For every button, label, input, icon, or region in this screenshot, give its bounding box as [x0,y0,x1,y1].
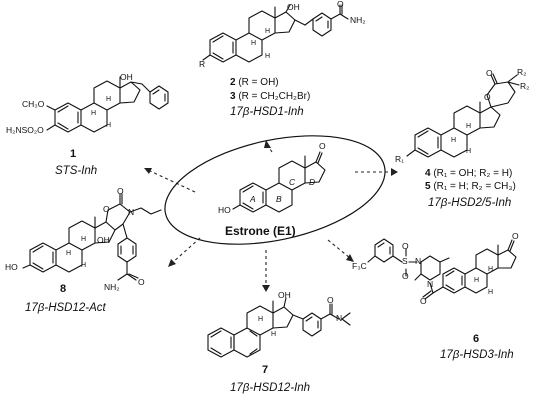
compound-7-structure [207,297,351,358]
compound-6-n1: N [415,256,422,266]
compound-1-h3: H [106,122,112,129]
compound-7-amide-o: O [327,295,334,305]
compound-4-5-keto-o: O [486,68,493,78]
compound-7-h1: H [258,316,264,323]
compound-1-h1: H [91,110,97,117]
compound-3-number: 3 [230,91,236,102]
compound-2-number: 2 [230,77,236,88]
compound-4-number: 4 [425,168,431,179]
compound-8-structure [22,193,162,281]
compound-6-so1: O [402,241,409,251]
compound-4-5-r2b: R₂ [520,81,530,91]
compound-8-h2: H [81,236,87,243]
compound-2-3-amide-n: NH₂ [350,15,366,25]
arrow-to-compound-6 [327,239,354,262]
estrone-ketone-o: O [319,141,326,151]
compound-6-h3: H [488,289,494,296]
compound-1-number: 1 [70,148,77,160]
compound-8-h3: H [81,262,87,269]
compound-4-5-h2: H [466,123,472,130]
compound-8-ho: HO [5,262,18,272]
compound-1-role: STS-Inh [55,165,98,177]
compound-8-number: 8 [60,283,67,295]
estrone-ring-d [304,161,326,184]
compound-2-3-h3: H [265,53,271,60]
compound-8-o1: O [117,186,124,196]
compound-2-substituent: (R = OH) [238,77,279,88]
compound-8-role: 17β-HSD12-Act [25,302,106,314]
compound-4-substituent: (R₁ = OH; R₂ = H) [433,168,513,179]
compound-3-substituent: (R = CH₂CH₂Br) [238,91,311,102]
compound-4-5-r2a: R₂ [517,67,527,77]
compound-2-3-structure [202,4,349,63]
compound-6-h2: H [488,266,494,273]
compound-4-5-r1: R₁ [395,154,405,164]
compound-1-oh: OH [120,72,133,82]
compound-6-keto-o: O [512,231,519,241]
compound-7-h2: H [271,331,277,338]
compound-8-o2: O [103,204,110,214]
compound-8-amide-o: O [138,277,145,287]
compound-4-5-h1: H [451,137,457,144]
compound-5-number: 5 [425,181,431,192]
compound-4-line: 4 (R₁ = OH; R₂ = H) [425,168,512,179]
compound-8-oh: OH [97,235,110,245]
arrow-to-compound-8 [168,237,201,267]
compound-6-so2: O [402,271,409,281]
compound-4-5-role: 17β-HSD2/5-Inh [428,197,512,209]
estrone-ring-b [265,182,293,213]
arrow-to-compound-1 [144,168,196,193]
compound-5-line: 5 (R₁ = H; R₂ = CH₃) [425,181,516,192]
arrow-to-compound-7 [262,250,270,292]
arrow-to-compound-2-3 [264,140,273,153]
compound-7-oh: OH [278,290,291,300]
compound-1-sulfamate: H₂NSO₂O [6,125,44,135]
compound-2-3-oh: OH [287,2,300,12]
compound-1-h2: H [106,96,112,103]
compound-6-n2: N [427,279,434,289]
ring-label-d: D [309,177,316,187]
ring-label-a: A [250,194,256,204]
estrone-center [164,135,386,245]
ring-label-b: B [276,194,282,204]
compound-6-h1: H [474,277,480,284]
compound-8-amide-n: NH₂ [104,282,120,292]
compound-2-3-amide-o: O [337,0,344,9]
compound-3-line: 3 (R = CH₂CH₂Br) [230,91,310,102]
compound-1-structure [46,76,169,133]
compound-6-s: S [402,256,408,266]
ring-label-c: C [289,177,296,187]
compound-7-number: 7 [262,364,269,376]
estrone-hydroxyl: HO [218,205,231,215]
compound-2-3-role: 17β-HSD1-Inh [230,106,304,118]
compound-2-line: 2 (R = OH) [230,77,279,88]
arrow-to-compound-4-5 [355,168,398,176]
center-title: Estrone (E1) [225,224,296,238]
compound-5-substituent: (R₁ = H; R₂ = CH₃) [433,181,516,192]
compound-6-cf3: F₃C [352,261,367,271]
compound-4-5-structure [406,73,520,158]
compound-2-3-r: R [199,59,206,69]
compound-6-structure [367,238,517,300]
compound-4-5-h3: H [466,148,472,155]
compound-2-3-h2: H [265,28,271,35]
compound-4-5-ring-o: O [484,92,491,102]
compound-1-methoxy: CH₃O [22,99,45,109]
compound-7-n: N [336,313,343,323]
compound-8-h1: H [66,250,72,257]
estrone-ring-c [278,160,306,191]
compound-6-number: 6 [473,333,480,345]
compound-7-role: 17β-HSD12-Inh [230,382,311,394]
center-ellipse [164,135,386,245]
compound-2-3-h1: H [251,40,257,47]
compound-6-role: 17β-HSD3-Inh [440,349,514,361]
compound-6-amide-o: O [420,296,427,306]
compound-8-n: N [128,207,135,217]
